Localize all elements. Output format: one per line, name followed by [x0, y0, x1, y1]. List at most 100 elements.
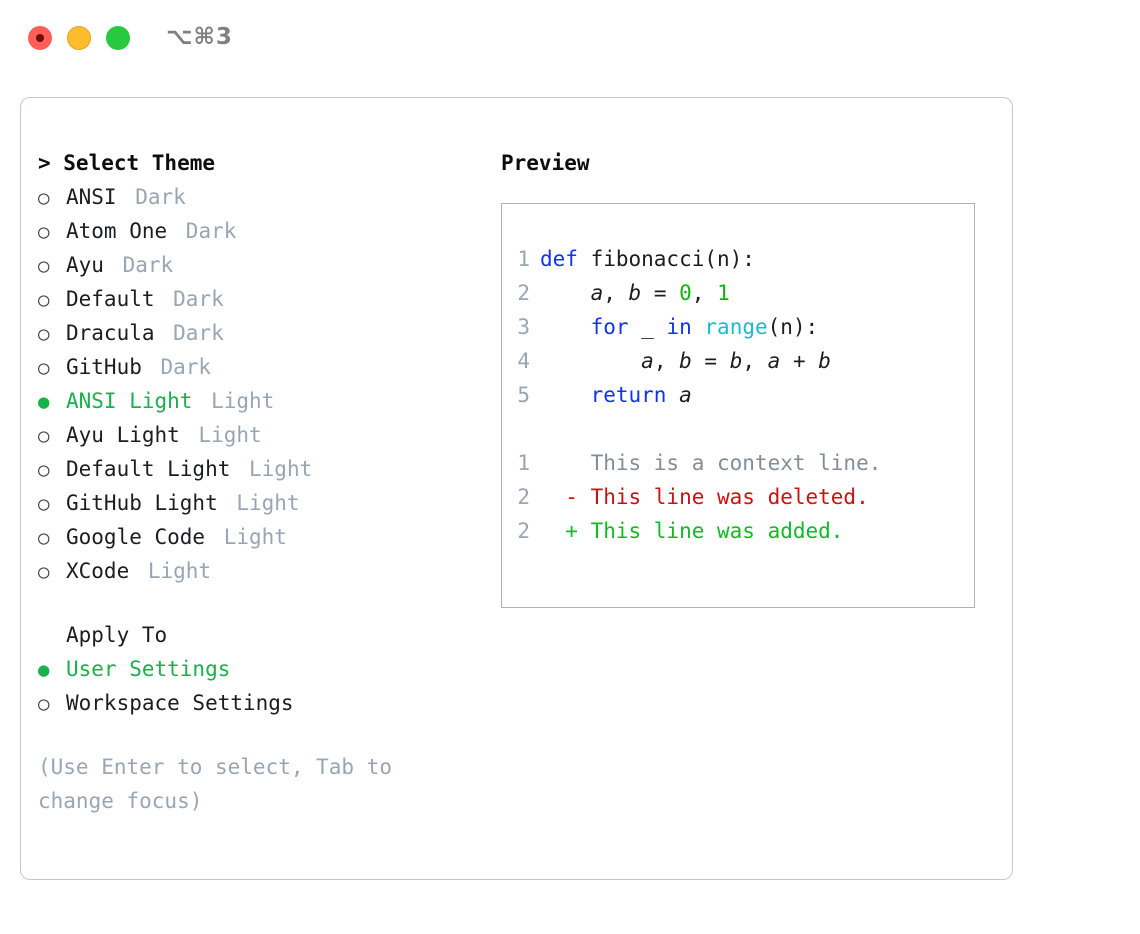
theme-item-kind: Dark [109, 253, 174, 277]
diff-line-text: - This line was deleted. [540, 485, 869, 509]
theme-item[interactable]: ○Dracula Dark [38, 316, 478, 350]
radio-unselected-icon: ○ [38, 187, 50, 209]
code-token-plain: _ [628, 315, 667, 339]
theme-item-name: XCode [66, 559, 130, 583]
theme-item[interactable]: ○Ayu Light Light [38, 418, 478, 452]
diff-line: 2 - This line was deleted. [502, 480, 974, 514]
code-line-number: 2 [517, 281, 530, 305]
code-line-text: for _ in range(n): [540, 310, 819, 344]
radio-unselected-icon: ○ [38, 357, 50, 379]
radio-unselected-icon: ○ [38, 221, 50, 243]
theme-item[interactable]: ○GitHub Dark [38, 350, 478, 384]
code-token-plain [666, 383, 679, 407]
code-token-num: 1 [717, 281, 730, 305]
diff-line-text: This is a context line. [540, 451, 882, 475]
diff-line-number: 1 [517, 451, 530, 475]
code-token-plain [540, 349, 641, 373]
code-token-id: a [590, 281, 604, 305]
theme-item[interactable]: ○ANSI Dark [38, 180, 478, 214]
theme-item-name: Ayu [66, 253, 104, 277]
code-token-plain: = [641, 281, 680, 305]
theme-item-kind: Dark [147, 355, 212, 379]
radio-unselected-icon: ○ [38, 527, 50, 549]
radio-selected-icon: ● [38, 391, 50, 413]
code-token-plain: , [603, 281, 629, 305]
code-token-id: b [729, 349, 743, 373]
theme-item-name: GitHub Light [66, 491, 218, 515]
apply-to-item[interactable]: ○Workspace Settings [38, 686, 478, 720]
code-token-id: a [767, 349, 781, 373]
theme-item[interactable]: ●ANSI Light Light [38, 384, 478, 418]
theme-item-kind: Light [236, 457, 313, 481]
theme-item-kind: Light [198, 389, 275, 413]
code-line-number: 5 [517, 383, 530, 407]
keyboard-hint: (Use Enter to select, Tab to change focu… [38, 755, 393, 813]
code-token-id: a [679, 383, 692, 407]
code-token-id: b [628, 281, 642, 305]
theme-item-kind: Light [185, 423, 262, 447]
select-theme-heading: > Select Theme [38, 151, 216, 175]
code-line-text: a, b = b, a + b [540, 344, 831, 378]
window-title: ⌥⌘3 [166, 24, 233, 50]
radio-unselected-icon: ○ [38, 323, 50, 345]
diff-line: 2 + This line was added. [502, 514, 974, 548]
theme-item-kind: Dark [160, 321, 224, 345]
theme-item[interactable]: ○Default Dark [38, 282, 478, 316]
preview-spacer [502, 412, 974, 446]
apply-to-item-label: User Settings [66, 657, 231, 681]
code-line-number: 1 [517, 247, 530, 271]
theme-item-name: Default Light [66, 457, 231, 481]
diff-line: 1 This is a context line. [502, 446, 974, 480]
close-button[interactable] [28, 26, 52, 50]
code-token-kw: return [590, 383, 667, 407]
theme-item-name: Ayu Light [66, 423, 180, 447]
diff-line-text: + This line was added. [540, 519, 844, 543]
diff-preview: 1 This is a context line.2 - This line w… [502, 446, 974, 548]
theme-item[interactable]: ○ Default Light Light [38, 452, 478, 486]
code-token-id: a [641, 349, 654, 373]
code-token-plain: , [742, 349, 768, 373]
apply-to-item[interactable]: ● User Settings [38, 652, 478, 686]
theme-item-name: Default [66, 287, 155, 311]
apply-to-heading: Apply To [66, 623, 168, 647]
section-spacer [38, 588, 478, 618]
code-token-plain: , [691, 281, 718, 305]
code-token-plain [540, 315, 591, 339]
code-token-id: b [818, 349, 831, 373]
theme-item[interactable]: ○GitHub Light Light [38, 486, 478, 520]
code-token-plain: + [780, 349, 819, 373]
minimize-button[interactable] [67, 26, 91, 50]
radio-unselected-icon: ○ [38, 493, 50, 515]
panel-columns: > Select Theme ○ANSI Dark○Atom One Dark○… [21, 98, 1012, 879]
code-line: 3 for _ in range(n): [502, 310, 974, 344]
code-token-plain [692, 315, 705, 339]
code-token-plain: = [691, 349, 730, 373]
theme-item[interactable]: ○XCode Light [38, 554, 478, 588]
radio-unselected-icon: ○ [38, 289, 50, 311]
window-controls [28, 26, 130, 50]
radio-unselected-icon: ○ [38, 459, 50, 481]
code-token-plain [540, 281, 591, 305]
radio-selected-icon: ● [38, 659, 50, 681]
theme-item-name: ANSI [66, 185, 117, 209]
code-token-plain: fibonacci(n): [590, 247, 755, 271]
theme-item-kind: Dark [173, 219, 237, 243]
main-panel: > Select Theme ○ANSI Dark○Atom One Dark○… [20, 97, 1013, 880]
code-token-plain: (n): [767, 315, 819, 339]
close-icon [36, 34, 44, 42]
preview-heading: Preview [501, 151, 590, 175]
radio-unselected-icon: ○ [38, 255, 50, 277]
apply-to-item-label: Workspace Settings [66, 691, 294, 715]
code-token-kw: for [590, 315, 629, 339]
diff-line-number: 2 [517, 519, 530, 543]
diff-line-number: 2 [517, 485, 530, 509]
theme-item[interactable]: ○Google Code Light [38, 520, 478, 554]
code-line-number: 3 [517, 315, 530, 339]
theme-item-name: Atom One [66, 219, 168, 243]
code-line: 4 a, b = b, a + b [502, 344, 974, 378]
zoom-button[interactable] [106, 26, 130, 50]
code-token-num: 0 [679, 281, 692, 305]
theme-item[interactable]: ○ Ayu Dark [38, 248, 478, 282]
theme-item[interactable]: ○ Atom One Dark [38, 214, 478, 248]
